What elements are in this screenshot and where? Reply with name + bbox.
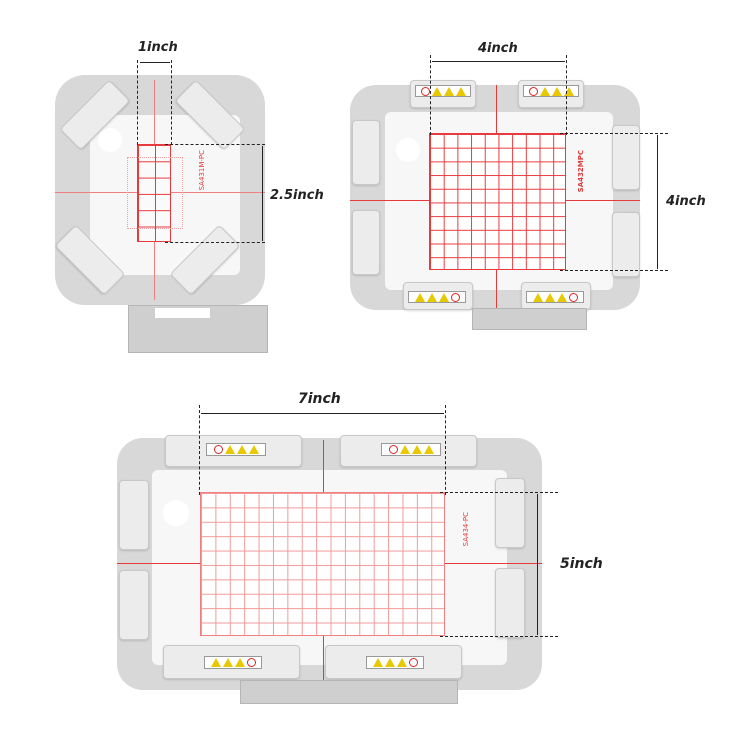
small-hoop-width-guide-left [137,60,138,145]
large-hoop-clip-left-top [119,480,149,550]
medium-hoop-clip-top-right [518,80,584,108]
large-hoop-height-guide-bottom [440,636,558,637]
medium-hoop-height-label: 4inch [666,194,706,209]
large-hoop-width-label: 7inch [298,391,341,407]
large-hoop-height-arrow [537,494,538,635]
medium-hoop-clip-left-bottom [352,210,380,275]
small-hoop-width-arrow [140,62,170,63]
medium-hoop-width-guide-right [566,55,567,135]
large-hoop-clip-bottom-right [325,645,462,679]
small-hoop-height-label: 2.5inch [270,188,324,203]
large-hoop-mount [240,680,458,704]
medium-hoop-height-guide-top [560,133,668,134]
medium-hoop-clip-left-top [352,120,380,185]
large-hoop-hole [163,500,189,526]
medium-hoop-model-label: SA432MPC [577,150,585,193]
medium-hoop-height-arrow [657,135,658,269]
small-hoop-hole [98,128,122,152]
large-hoop-model-label: SA434-PC [462,512,470,547]
medium-hoop-clip-bottom-right [521,282,591,310]
medium-hoop-grid [429,133,566,270]
large-hoop-width-arrow [201,413,444,414]
small-hoop-grid [137,144,171,242]
large-hoop-height-label: 5inch [560,556,603,572]
medium-hoop-height-guide-bottom [560,270,668,271]
large-hoop-width-guide-right [445,405,446,495]
medium-hoop-clip-top-left [410,80,476,108]
small-hoop-mount-slot [155,308,210,318]
large-hoop-clip-top-right [340,435,477,467]
medium-hoop-width-arrow [432,61,565,62]
medium-hoop-width-guide-left [430,55,431,135]
large-hoop-clip-left-bottom [119,570,149,640]
large-hoop-width-guide-left [199,405,200,495]
small-hoop-width-guide-right [171,60,172,145]
small-hoop-model-label: SA431M-PC [198,150,206,191]
small-hoop-height-guide-bottom [165,242,265,243]
small-hoop-height-guide-top [165,144,265,145]
large-hoop-clip-bottom-left [163,645,300,679]
large-hoop-grid [200,492,445,636]
large-hoop-clip-right-bottom [495,568,525,638]
small-hoop-dotted-outline [127,157,183,229]
medium-hoop-hole [396,138,420,162]
large-hoop-height-guide-top [440,492,558,493]
large-hoop-clip-right-top [495,478,525,548]
medium-hoop-clip-right-top [612,125,640,190]
small-hoop-width-label: 1inch [138,40,178,55]
medium-hoop-mount [472,308,587,330]
medium-hoop-clip-bottom-left [403,282,473,310]
medium-hoop-width-label: 4inch [478,41,518,56]
small-hoop-height-arrow [262,146,263,241]
medium-hoop-clip-right-bottom [612,212,640,277]
large-hoop-clip-top-left [165,435,302,467]
